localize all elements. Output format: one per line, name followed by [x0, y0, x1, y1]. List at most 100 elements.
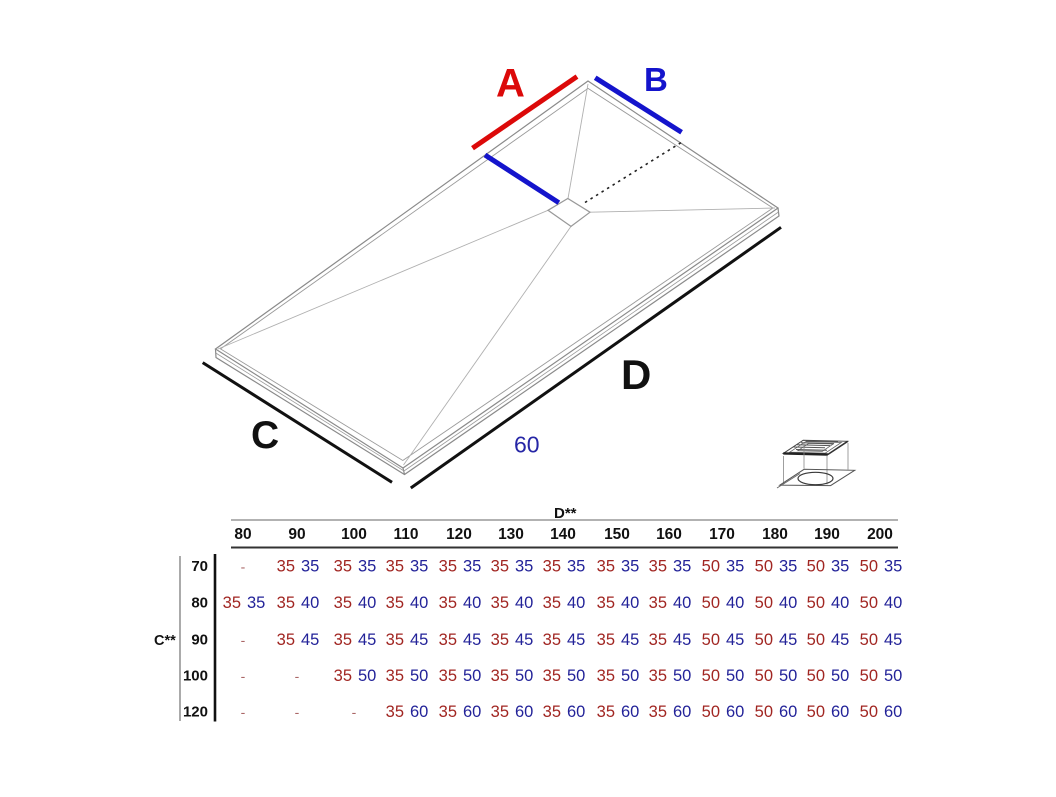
svg-text:40: 40 [884, 594, 902, 612]
svg-text:35: 35 [334, 631, 352, 649]
svg-text:50: 50 [755, 631, 773, 649]
svg-text:50: 50 [702, 631, 720, 649]
svg-text:50: 50 [515, 667, 533, 685]
svg-text:D: D [621, 351, 651, 398]
svg-text:40: 40 [726, 594, 744, 612]
svg-text:90: 90 [191, 632, 208, 649]
svg-text:40: 40 [515, 594, 533, 612]
svg-text:45: 45 [410, 631, 428, 649]
svg-text:35: 35 [410, 558, 428, 576]
svg-text:45: 45 [726, 631, 744, 649]
svg-text:50: 50 [755, 594, 773, 612]
svg-text:35: 35 [247, 594, 265, 612]
svg-text:50: 50 [860, 667, 878, 685]
svg-text:35: 35 [439, 594, 457, 612]
svg-text:B: B [644, 61, 668, 98]
svg-text:35: 35 [649, 594, 667, 612]
svg-text:120: 120 [446, 526, 472, 543]
svg-text:-: - [295, 668, 300, 684]
svg-text:45: 45 [621, 631, 639, 649]
svg-text:-: - [295, 704, 300, 720]
svg-text:35: 35 [649, 667, 667, 685]
svg-text:60: 60 [514, 432, 540, 458]
svg-text:50: 50 [702, 667, 720, 685]
svg-text:60: 60 [726, 703, 744, 721]
svg-text:140: 140 [550, 526, 576, 543]
svg-text:40: 40 [567, 594, 585, 612]
svg-text:D**: D** [554, 505, 577, 522]
svg-text:80: 80 [191, 595, 208, 612]
svg-text:35: 35 [831, 558, 849, 576]
svg-text:50: 50 [831, 667, 849, 685]
svg-text:50: 50 [726, 667, 744, 685]
svg-text:60: 60 [515, 703, 533, 721]
svg-text:170: 170 [709, 526, 735, 543]
svg-text:35: 35 [334, 558, 352, 576]
svg-text:45: 45 [831, 631, 849, 649]
svg-text:35: 35 [277, 631, 295, 649]
svg-text:60: 60 [463, 703, 481, 721]
svg-text:50: 50 [860, 558, 878, 576]
svg-text:40: 40 [621, 594, 639, 612]
svg-text:35: 35 [491, 558, 509, 576]
svg-text:50: 50 [807, 631, 825, 649]
svg-text:35: 35 [779, 558, 797, 576]
svg-text:60: 60 [673, 703, 691, 721]
svg-text:45: 45 [779, 631, 797, 649]
svg-text:35: 35 [491, 703, 509, 721]
svg-text:35: 35 [649, 703, 667, 721]
svg-text:40: 40 [358, 594, 376, 612]
svg-text:35: 35 [386, 594, 404, 612]
svg-text:A: A [496, 62, 525, 106]
svg-text:50: 50 [567, 667, 585, 685]
svg-text:C**: C** [154, 633, 176, 649]
svg-text:35: 35 [597, 631, 615, 649]
svg-text:45: 45 [358, 631, 376, 649]
svg-text:60: 60 [884, 703, 902, 721]
svg-text:35: 35 [386, 667, 404, 685]
svg-text:45: 45 [673, 631, 691, 649]
svg-text:35: 35 [543, 594, 561, 612]
svg-text:35: 35 [543, 631, 561, 649]
svg-text:-: - [241, 668, 246, 684]
svg-text:60: 60 [621, 703, 639, 721]
svg-text:35: 35 [649, 631, 667, 649]
svg-text:C: C [251, 414, 279, 457]
svg-text:35: 35 [439, 667, 457, 685]
svg-text:50: 50 [860, 631, 878, 649]
svg-text:40: 40 [779, 594, 797, 612]
svg-text:35: 35 [439, 558, 457, 576]
svg-text:100: 100 [183, 668, 208, 685]
svg-text:40: 40 [410, 594, 428, 612]
svg-text:40: 40 [463, 594, 481, 612]
svg-text:35: 35 [491, 631, 509, 649]
svg-text:50: 50 [807, 703, 825, 721]
svg-text:120: 120 [183, 704, 208, 721]
svg-text:35: 35 [277, 558, 295, 576]
svg-text:45: 45 [515, 631, 533, 649]
svg-text:35: 35 [439, 703, 457, 721]
svg-text:35: 35 [463, 558, 481, 576]
svg-text:50: 50 [410, 667, 428, 685]
svg-text:35: 35 [884, 558, 902, 576]
svg-text:60: 60 [410, 703, 428, 721]
svg-text:100: 100 [341, 526, 367, 543]
svg-text:35: 35 [543, 558, 561, 576]
svg-text:190: 190 [814, 526, 840, 543]
svg-text:35: 35 [439, 631, 457, 649]
svg-text:35: 35 [597, 594, 615, 612]
svg-text:60: 60 [831, 703, 849, 721]
svg-text:40: 40 [673, 594, 691, 612]
svg-text:180: 180 [762, 526, 788, 543]
svg-text:200: 200 [867, 526, 893, 543]
svg-text:40: 40 [831, 594, 849, 612]
svg-text:50: 50 [755, 558, 773, 576]
svg-text:35: 35 [334, 594, 352, 612]
svg-text:50: 50 [807, 558, 825, 576]
svg-text:35: 35 [386, 558, 404, 576]
svg-text:45: 45 [567, 631, 585, 649]
svg-text:35: 35 [621, 558, 639, 576]
svg-text:50: 50 [884, 667, 902, 685]
svg-text:35: 35 [386, 631, 404, 649]
svg-text:35: 35 [597, 703, 615, 721]
